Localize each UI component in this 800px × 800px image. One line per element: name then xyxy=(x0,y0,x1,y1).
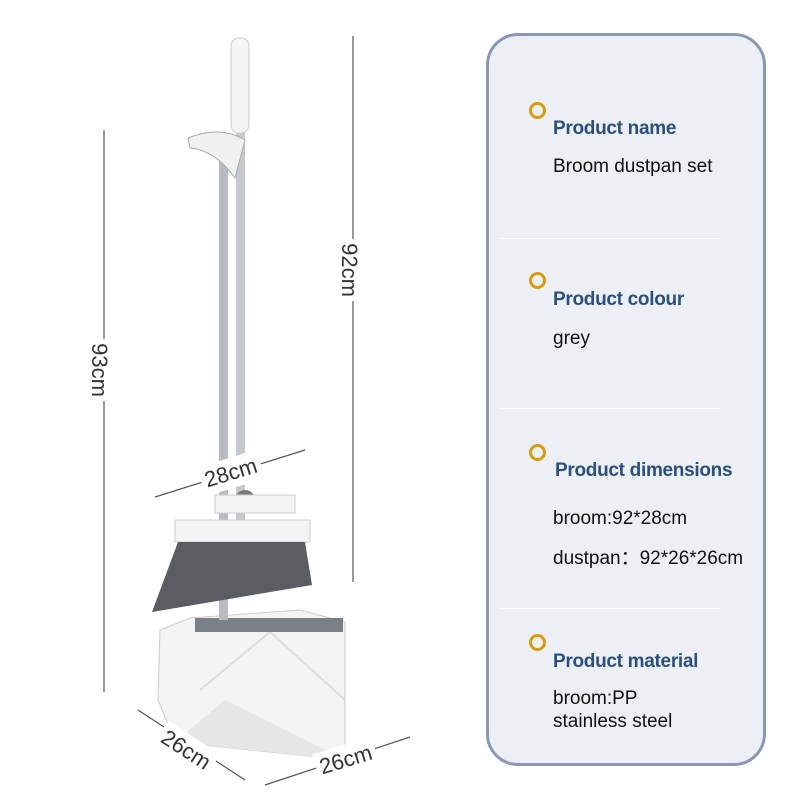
bullet-ring-icon xyxy=(529,272,546,289)
broom-dustpan-illustration xyxy=(103,36,411,786)
divider xyxy=(501,408,721,409)
handles xyxy=(187,37,250,620)
divider xyxy=(501,238,721,239)
dustpan xyxy=(157,609,346,761)
bullet-ring-icon xyxy=(529,444,546,461)
height-broom-label: 92cm xyxy=(333,239,364,301)
bullet-ring-icon xyxy=(529,634,546,651)
bullet-ring-icon xyxy=(529,102,546,119)
height-dustpan-label: 93cm xyxy=(83,339,114,401)
spec-panel: Product name Broom dustpan set Product c… xyxy=(486,33,766,766)
broom-head xyxy=(152,490,312,612)
divider xyxy=(501,608,721,609)
